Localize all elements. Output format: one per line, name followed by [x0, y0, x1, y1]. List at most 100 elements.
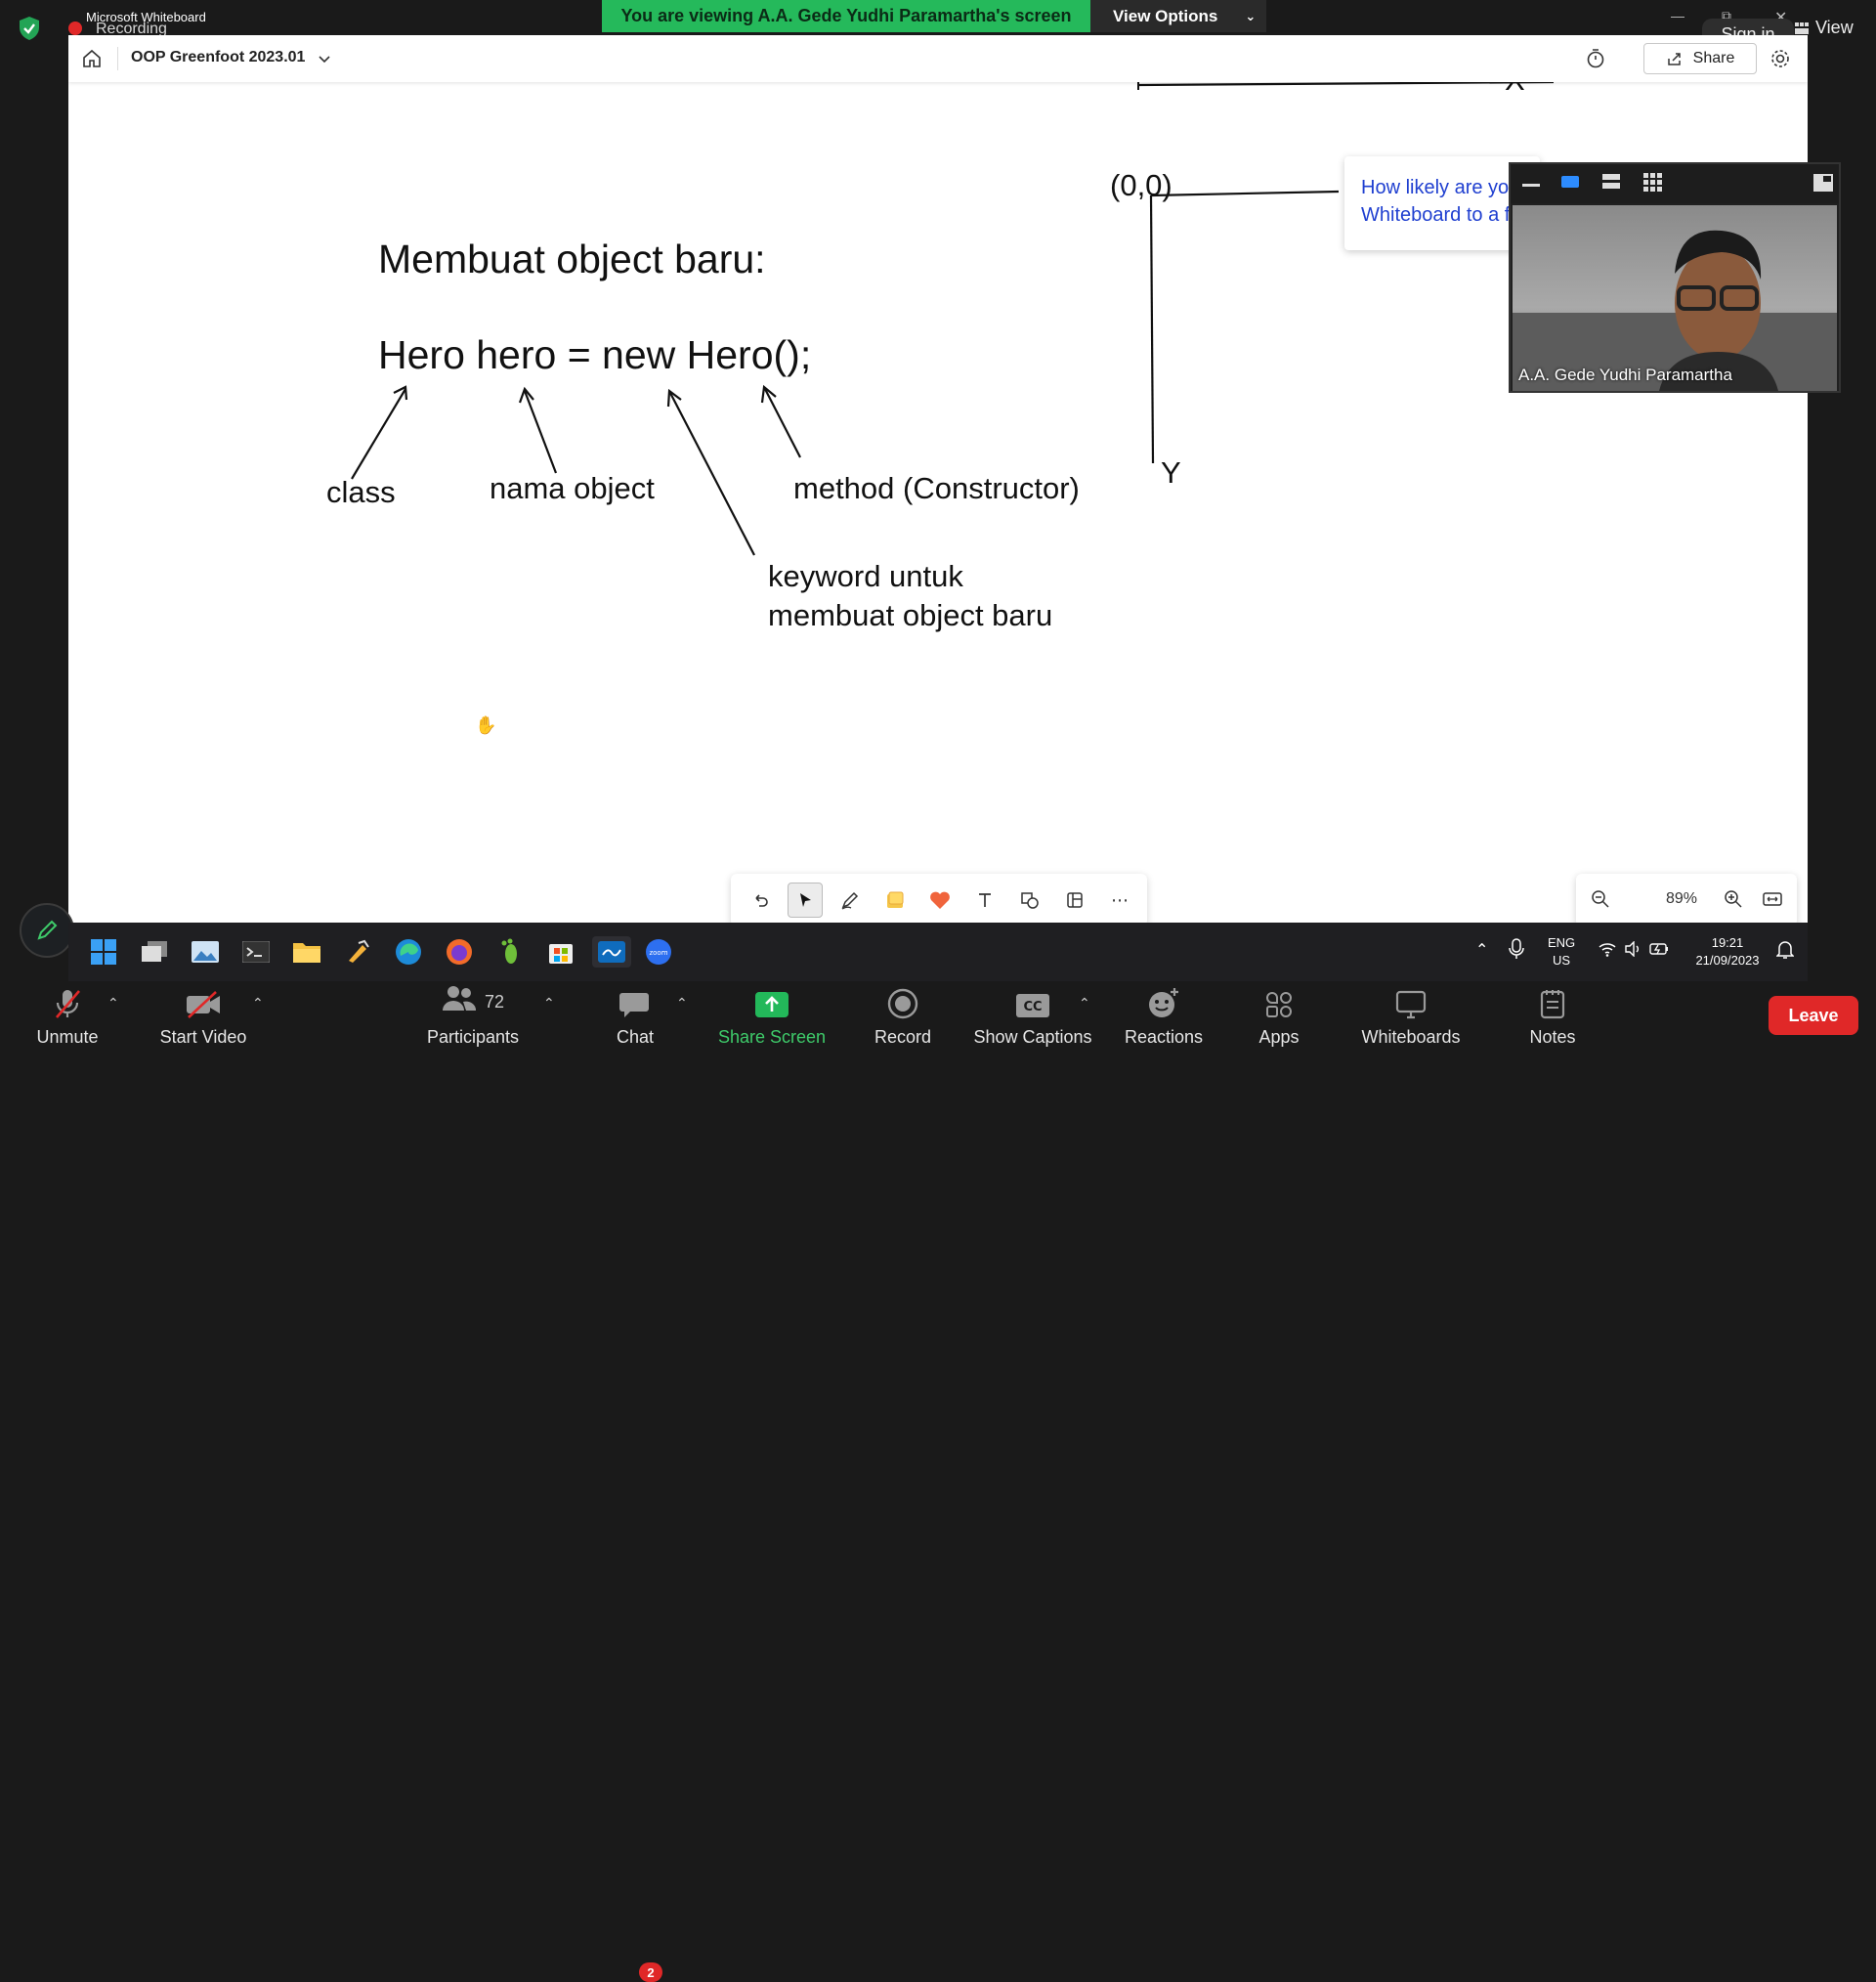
participant-video-tile[interactable]: A.A. Gede Yudhi Paramartha — [1509, 162, 1841, 393]
participants-button[interactable]: 72 Participants — [418, 981, 528, 1056]
label-keyword-line2: membuat object baru — [768, 598, 1053, 632]
annotate-pen-button[interactable] — [20, 903, 74, 958]
greenfoot-foot-icon[interactable] — [494, 936, 526, 968]
volume-icon[interactable] — [1624, 940, 1642, 962]
reaction-heart-icon[interactable] — [922, 883, 958, 918]
emoji-reaction-icon — [1149, 988, 1178, 1017]
chat-label: Chat — [616, 1027, 655, 1047]
window-title: Microsoft Whiteboard — [86, 10, 206, 24]
axis-origin-line — [1150, 190, 1340, 197]
whiteboard-app-icon[interactable] — [592, 936, 631, 968]
more-icon[interactable]: ⋯ — [1111, 889, 1129, 910]
file-explorer-icon[interactable] — [291, 936, 322, 968]
record-label: Record — [874, 1027, 932, 1047]
templates-icon[interactable] — [1057, 883, 1092, 918]
edge-browser-icon[interactable] — [393, 936, 424, 968]
feedback-survey-popup[interactable]: How likely are you to recommend Whiteboa… — [1344, 156, 1540, 250]
view-button[interactable]: View — [1794, 18, 1854, 38]
security-shield-icon[interactable] — [18, 16, 41, 41]
participant-video-feed — [1513, 205, 1837, 391]
undo-icon[interactable] — [743, 883, 778, 918]
language-code: ENG — [1548, 935, 1576, 950]
share-button[interactable]: Share — [1643, 43, 1757, 74]
record-icon — [887, 988, 918, 1019]
microphone-tray-icon[interactable] — [1509, 938, 1524, 965]
gear-icon[interactable] — [1769, 47, 1792, 70]
firefox-browser-icon[interactable] — [444, 936, 475, 968]
chat-button[interactable]: Chat — [596, 981, 674, 1056]
recording-label[interactable]: Recording — [96, 21, 167, 37]
pen-icon[interactable] — [832, 883, 868, 918]
photos-app-icon[interactable] — [190, 936, 221, 968]
greenfoot-app-icon[interactable] — [342, 936, 373, 968]
apps-icon — [1265, 992, 1292, 1017]
start-video-button[interactable]: Start Video — [149, 981, 258, 1056]
unmute-button[interactable]: Unmute — [23, 981, 111, 1056]
share-screen-button[interactable]: Share Screen — [713, 981, 831, 1056]
clock[interactable]: 19:21 21/09/2023 — [1686, 934, 1769, 969]
notes-button[interactable]: Notes — [1511, 981, 1595, 1056]
notifications-icon[interactable] — [1775, 940, 1795, 965]
record-button[interactable]: Record — [858, 981, 948, 1056]
wifi-icon[interactable] — [1599, 941, 1616, 962]
timer-icon[interactable] — [1585, 48, 1606, 69]
board-title[interactable]: OOP Greenfoot 2023.01 — [131, 49, 306, 65]
terminal-icon[interactable] — [240, 936, 272, 968]
strip-view-icon[interactable] — [1602, 174, 1620, 190]
participants-options-caret-icon[interactable]: ⌃ — [543, 995, 555, 1011]
text-tool-icon[interactable] — [967, 883, 1002, 918]
view-label: View — [1815, 18, 1854, 37]
whiteboard-header: OOP Greenfoot 2023.01 Share — [68, 35, 1808, 82]
zoom-top-bar: Microsoft Whiteboard Recording You are v… — [0, 0, 1876, 50]
battery-icon[interactable] — [1649, 941, 1669, 962]
minimize-icon[interactable]: — — [1671, 8, 1684, 23]
whiteboards-label: Whiteboards — [1361, 1027, 1461, 1047]
minimize-video-icon[interactable] — [1522, 184, 1540, 187]
label-nama-object: nama object — [490, 471, 655, 505]
arrow-keyword-head — [666, 388, 682, 408]
sticky-note-icon[interactable] — [877, 883, 913, 918]
zoom-in-icon[interactable] — [1723, 888, 1744, 915]
fit-to-screen-icon[interactable] — [1762, 888, 1783, 915]
svg-text:zoom: zoom — [649, 949, 667, 957]
clock-time: 19:21 — [1711, 935, 1744, 950]
leave-meeting-button[interactable]: Leave — [1769, 996, 1858, 1035]
chevron-down-icon[interactable] — [317, 51, 332, 66]
microsoft-store-icon[interactable] — [545, 936, 576, 968]
reactions-button[interactable]: Reactions — [1120, 981, 1208, 1056]
zoom-level[interactable]: 89% — [1665, 890, 1698, 907]
participants-count: 72 — [484, 991, 505, 1012]
pop-out-video-icon[interactable] — [1813, 174, 1833, 196]
apps-button[interactable]: Apps — [1237, 981, 1321, 1056]
zoom-app-icon[interactable]: zoom — [643, 936, 674, 968]
whiteboard-icon — [1395, 990, 1427, 1019]
chevron-up-icon[interactable]: ⌃ — [1475, 942, 1489, 959]
show-captions-button[interactable]: CC Show Captions — [971, 981, 1094, 1056]
label-keyword-line1: keyword untuk — [768, 559, 963, 593]
participant-avatar — [1513, 230, 1837, 391]
show-captions-label: Show Captions — [973, 1027, 1092, 1047]
task-view-icon[interactable] — [139, 936, 170, 968]
windows-start-icon[interactable] — [88, 936, 119, 968]
restore-icon[interactable]: ⧉ — [1722, 8, 1731, 23]
captions-options-caret-icon[interactable]: ⌃ — [1079, 995, 1090, 1011]
notes-icon — [1540, 990, 1565, 1019]
shapes-icon[interactable] — [1012, 883, 1047, 918]
chat-options-caret-icon[interactable]: ⌃ — [676, 995, 688, 1011]
hand-cursor-icon: ✋ — [475, 715, 497, 735]
arrow-class — [351, 388, 406, 480]
chat-bubble-icon — [619, 993, 649, 1017]
gallery-view-icon[interactable] — [1643, 173, 1663, 197]
speaker-view-icon[interactable] — [1561, 176, 1579, 188]
home-icon[interactable] — [80, 47, 104, 70]
arrow-method — [764, 388, 801, 458]
view-options-button[interactable]: View Options ⌄ — [1090, 0, 1266, 32]
language-indicator[interactable]: ENG US — [1548, 934, 1575, 969]
participant-name: A.A. Gede Yudhi Paramartha — [1518, 366, 1732, 384]
video-options-caret-icon[interactable]: ⌃ — [252, 995, 264, 1011]
zoom-out-icon[interactable] — [1590, 888, 1611, 915]
audio-options-caret-icon[interactable]: ⌃ — [107, 995, 119, 1011]
select-pointer-icon[interactable] — [788, 883, 823, 918]
whiteboards-button[interactable]: Whiteboards — [1352, 981, 1470, 1056]
whiteboard-canvas[interactable] — [68, 35, 1808, 923]
